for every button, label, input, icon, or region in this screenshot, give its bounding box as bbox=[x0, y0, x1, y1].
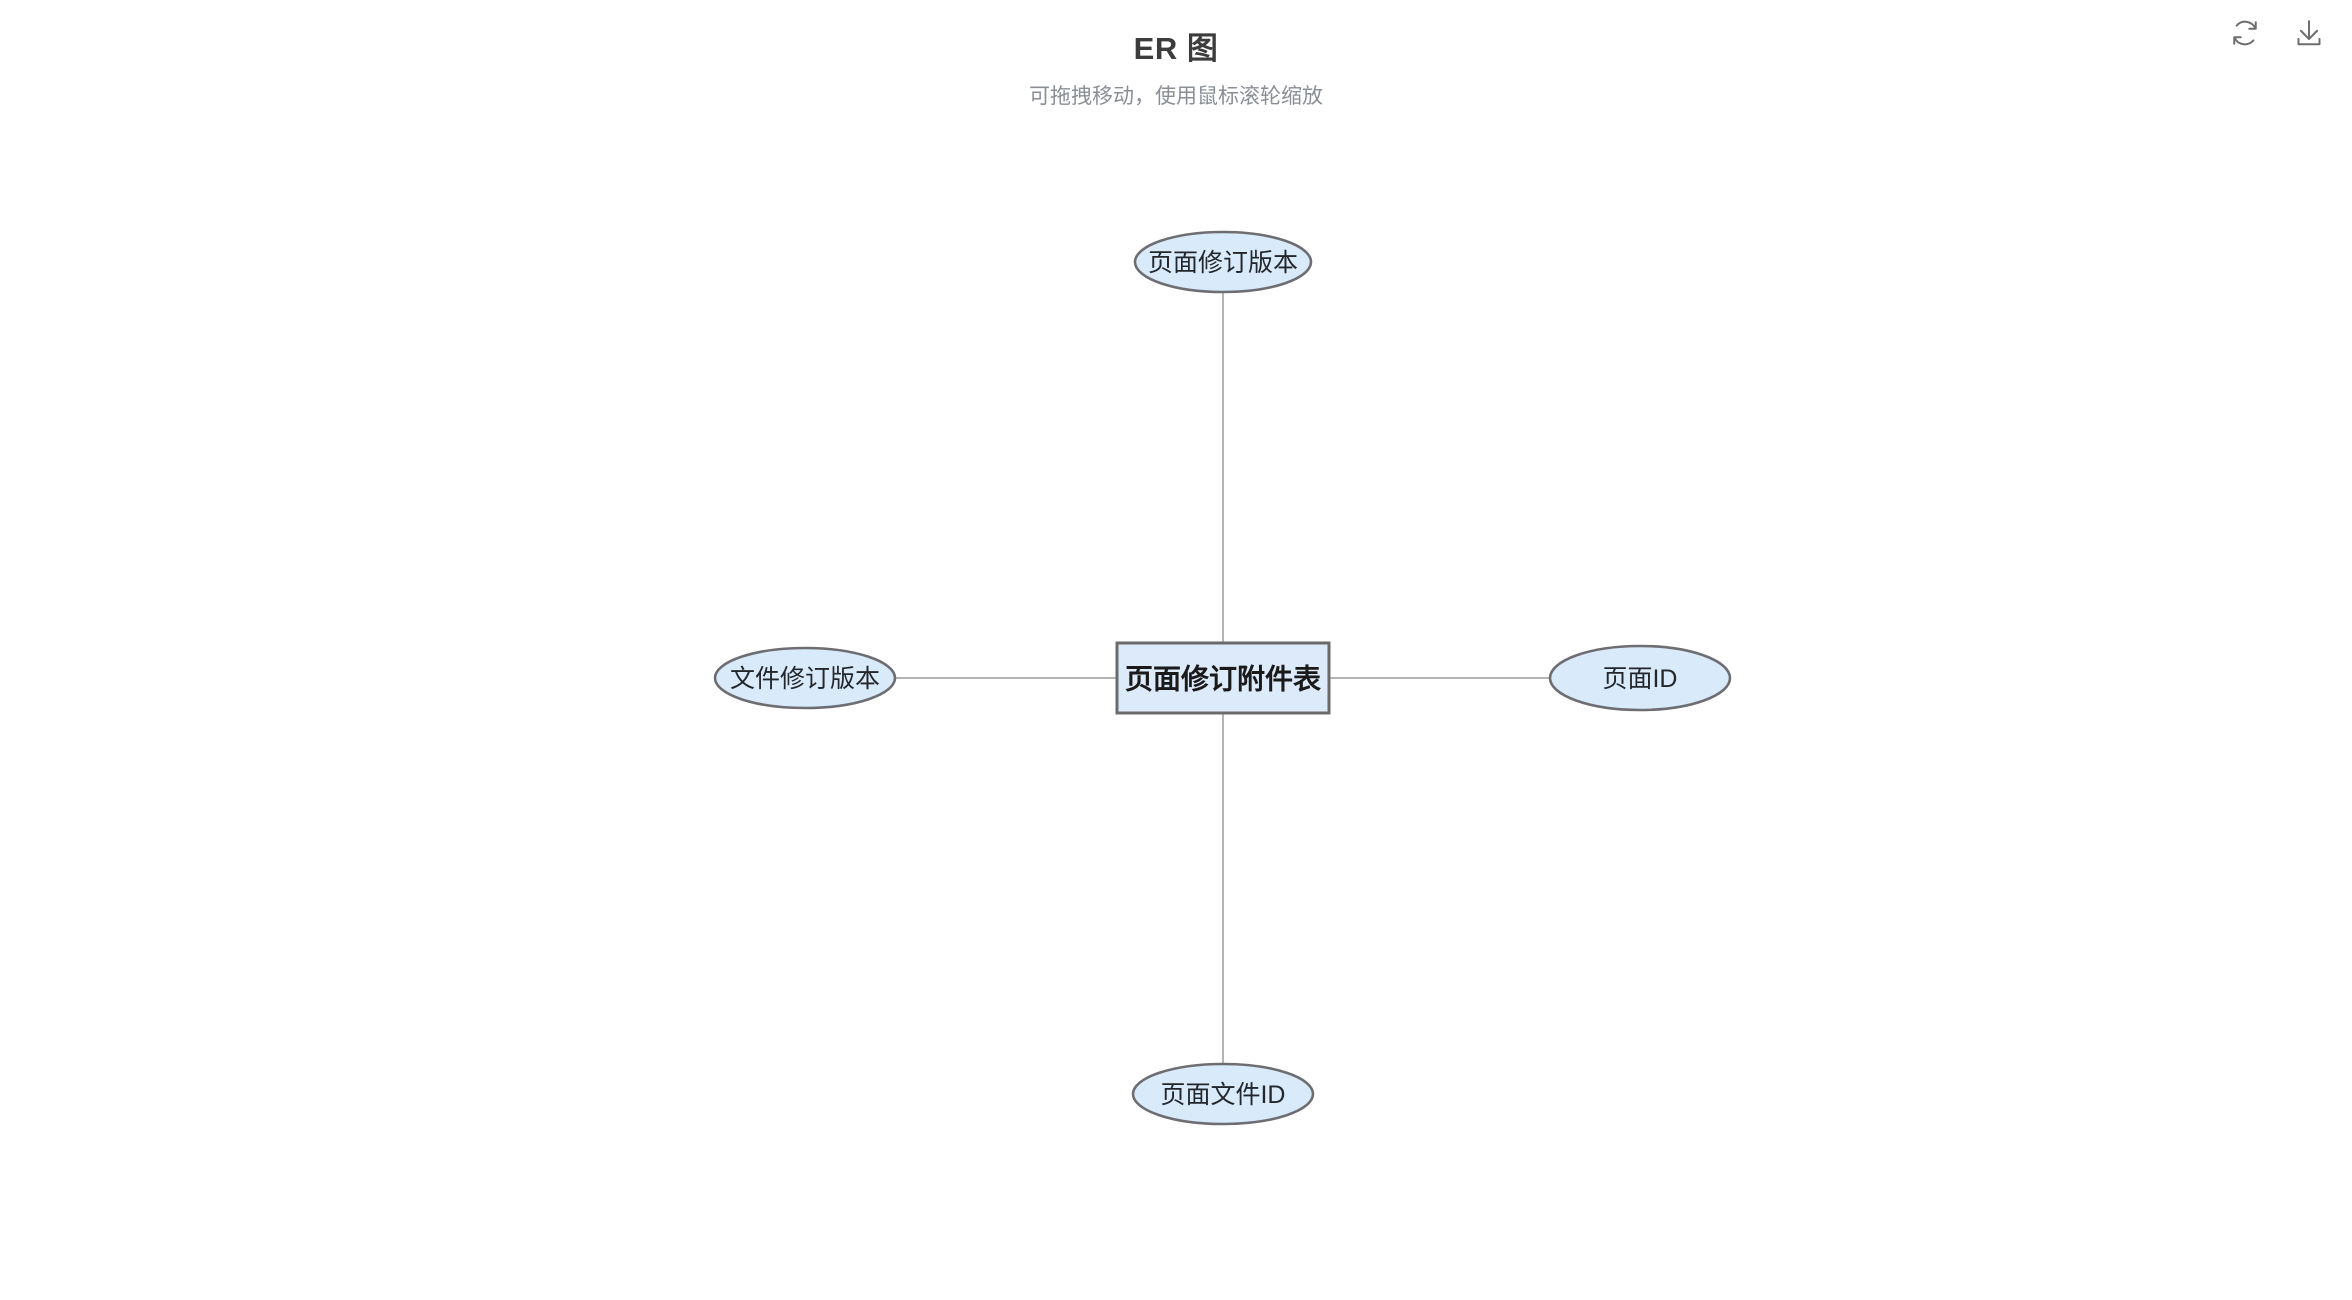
attribute-label: 文件修订版本 bbox=[730, 665, 880, 693]
attribute-ellipse[interactable] bbox=[1548, 644, 1732, 712]
download-button[interactable] bbox=[2288, 12, 2330, 54]
attribute-node-page-revision[interactable]: 页面修订版本 bbox=[1133, 230, 1313, 294]
attributes-group: 页面修订版本 文件修订版本 页面ID 页面文件ID bbox=[713, 230, 1732, 1126]
attribute-ellipse[interactable] bbox=[1131, 1062, 1315, 1126]
toolbar bbox=[2224, 12, 2330, 54]
refresh-icon bbox=[2230, 18, 2260, 48]
attribute-node-page-file-id[interactable]: 页面文件ID bbox=[1131, 1062, 1315, 1126]
attribute-label: 页面文件ID bbox=[1160, 1081, 1285, 1109]
reset-view-button[interactable] bbox=[2224, 12, 2266, 54]
entity-label: 页面修订附件表 bbox=[1125, 664, 1321, 695]
attribute-label: 页面修订版本 bbox=[1148, 249, 1298, 277]
attribute-label: 页面ID bbox=[1602, 665, 1677, 693]
attribute-ellipse[interactable] bbox=[713, 646, 897, 710]
edges-group bbox=[895, 292, 1550, 1064]
attribute-node-file-revision[interactable]: 文件修订版本 bbox=[713, 646, 897, 710]
entity-node-main[interactable]: 页面修订附件表 bbox=[1115, 641, 1331, 715]
entities-group: 页面修订附件表 bbox=[1115, 641, 1331, 715]
download-icon bbox=[2294, 18, 2324, 48]
attribute-ellipse[interactable] bbox=[1133, 230, 1313, 294]
attribute-node-page-id[interactable]: 页面ID bbox=[1548, 644, 1732, 712]
entity-rect[interactable] bbox=[1115, 641, 1331, 715]
